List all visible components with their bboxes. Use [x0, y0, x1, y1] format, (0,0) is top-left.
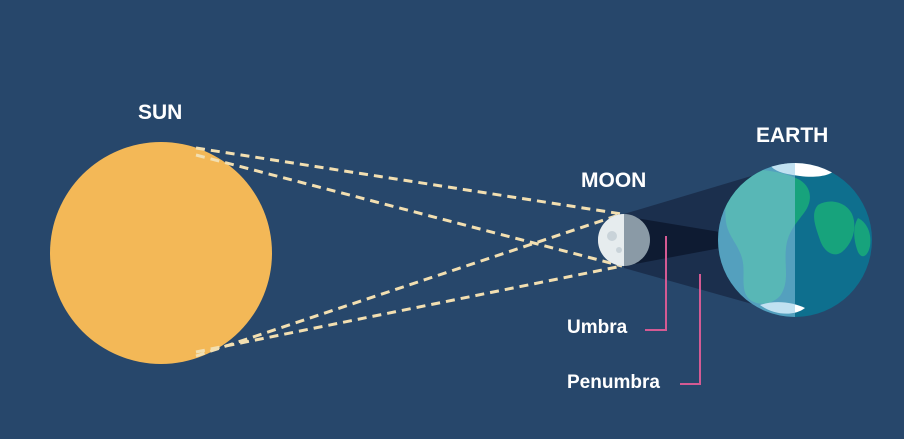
sun-rays: [195, 146, 623, 358]
earth-label: EARTH: [756, 124, 829, 147]
penumbra-leader-line: [680, 274, 701, 385]
penumbra-label: Penumbra: [567, 372, 660, 393]
umbra-leader-line: [645, 236, 667, 331]
earth-land-africa: [814, 201, 855, 255]
moon-crater: [616, 247, 622, 253]
umbra-label: Umbra: [567, 317, 628, 338]
earth-land-east: [854, 218, 871, 257]
ray-top-outer: [195, 146, 623, 216]
moon: [598, 214, 650, 266]
ray-bottom-outer: [195, 264, 623, 354]
moon-label: MOON: [581, 169, 647, 192]
moon-crater: [607, 231, 617, 241]
sun-label: SUN: [138, 101, 183, 124]
sun: [50, 142, 272, 364]
ray-top-cross: [195, 153, 623, 268]
umbra-cone: [624, 216, 726, 266]
earth: [718, 163, 872, 317]
